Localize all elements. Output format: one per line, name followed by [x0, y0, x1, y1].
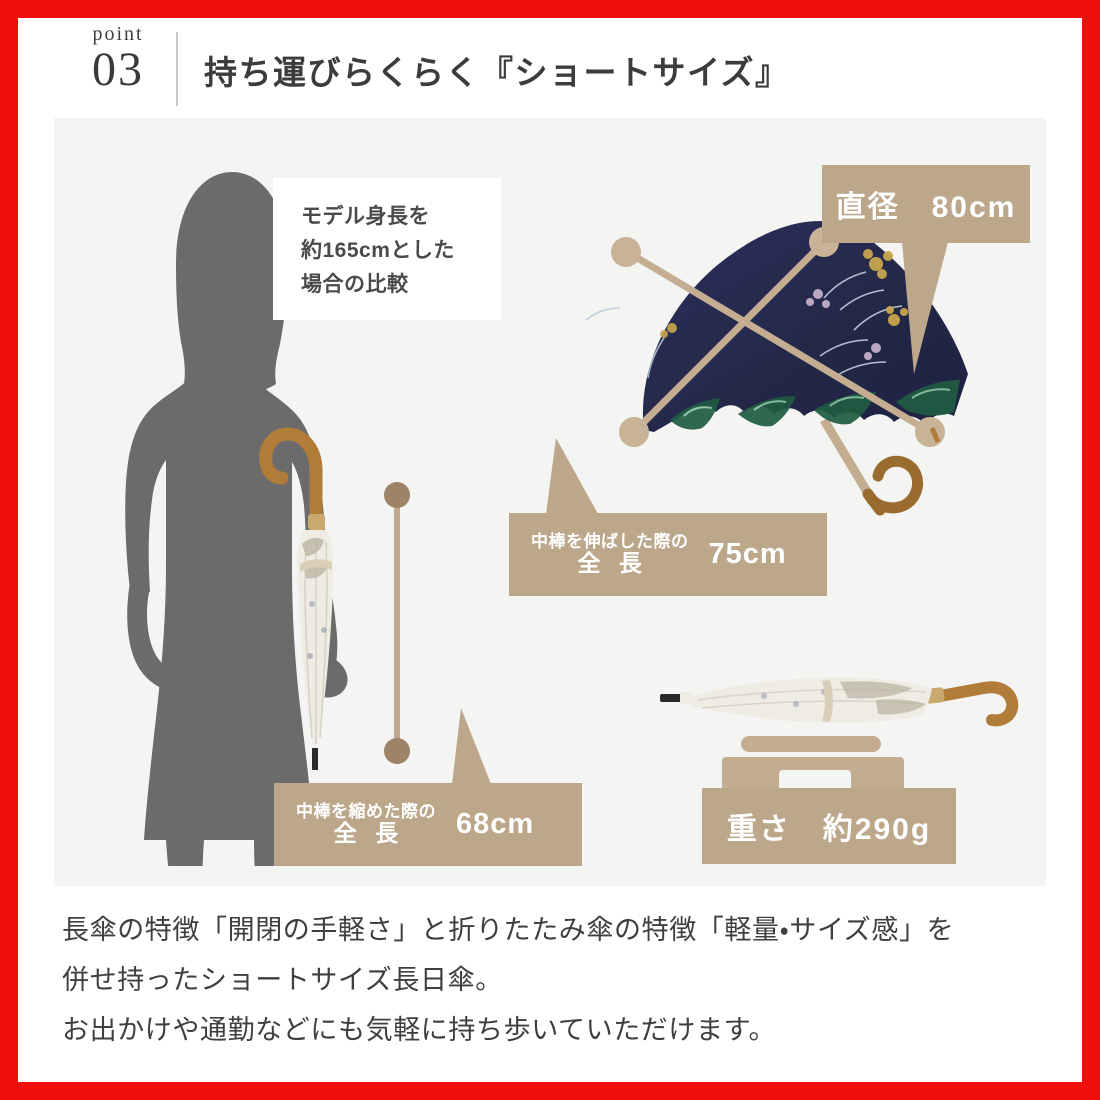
note-line-1: モデル身長を: [301, 205, 430, 228]
length-retracted-caption-top: 中棒を縮めた際の: [296, 802, 436, 822]
scale-plate-icon: [741, 736, 881, 752]
length-measure-line: [394, 493, 400, 749]
description-block: 長傘の特徴「開閉の手軽さ」と折りたたみ傘の特徴「軽量・サイズ感」を 併せ持ったシ…: [62, 906, 1042, 1056]
content-area: point 03 持ち運びらくらく『ショートサイズ』: [18, 18, 1082, 1082]
weight-label: 重さ 約290g: [702, 788, 956, 864]
length-retracted-caption-bottom: 全 長: [333, 820, 405, 847]
note-line-3: 場合の比較: [301, 273, 409, 297]
length-extended-callout-pointer: [546, 438, 598, 514]
page-title: 持ち運びらくらく『ショートサイズ』: [204, 54, 790, 91]
model-height-note: モデル身長を 約165cmとした 場合の比較: [273, 178, 501, 320]
illustration-panel: モデル身長を 約165cmとした 場合の比較: [54, 118, 1046, 886]
header: point 03 持ち運びらくらく『ショートサイズ』: [18, 18, 1082, 110]
point-badge: point 03: [72, 24, 164, 95]
length-retracted-caption: 中棒を縮めた際の 全 長: [296, 802, 436, 847]
diameter-callout-pointer: [902, 242, 948, 374]
length-extended-caption-top: 中棒を伸ばした際の: [531, 532, 689, 552]
length-retracted-label: 中棒を縮めた際の 全 長 68cm: [274, 783, 582, 866]
closed-umbrella-horizontal: [644, 648, 1024, 758]
point-number: 03: [92, 43, 144, 96]
length-extended-caption-bottom: 全 長: [577, 550, 648, 577]
diameter-label: 直径 80cm: [822, 165, 1030, 243]
length-measure-dot-top: [384, 482, 410, 508]
weight-label-text: 重さ 約290g: [726, 813, 932, 846]
length-extended-label: 中棒を伸ばした際の 全 長 75cm: [509, 513, 827, 596]
closed-umbrella-vertical: [254, 408, 374, 788]
length-extended-value: 75cm: [708, 538, 787, 570]
diameter-label-text: 直径 80cm: [835, 191, 1017, 224]
length-retracted-callout-pointer: [452, 708, 491, 784]
length-extended-caption: 中棒を伸ばした際の 全 長: [531, 532, 689, 577]
length-retracted-value: 68cm: [456, 808, 535, 840]
description-line-2: 併せ持ったショートサイズ長日傘。: [62, 964, 503, 995]
point-label: point: [92, 23, 144, 45]
description-line-1: 長傘の特徴「開閉の手軽さ」と折りたたみ傘の特徴「軽量・サイズ感」を: [62, 915, 955, 945]
description-line-3: お出かけや通勤などにも気軽に持ち歩いていただけます。: [62, 1014, 777, 1045]
length-measure-dot-bottom: [384, 738, 410, 764]
open-umbrella-illustration: [524, 170, 994, 560]
header-divider: [176, 32, 178, 106]
note-line-2: 約165cmとした: [301, 239, 455, 263]
